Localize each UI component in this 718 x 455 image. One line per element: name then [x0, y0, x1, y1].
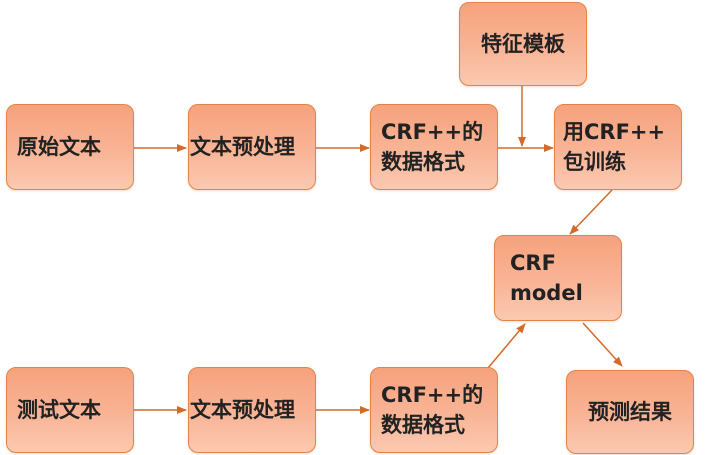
node-preprocess-bottom: 文本预处理 — [188, 367, 316, 453]
node-raw-text: 原始文本 — [6, 104, 134, 190]
node-preprocess-top: 文本预处理 — [188, 104, 316, 190]
node-crf-format-top: CRF++的 数据格式 — [370, 104, 498, 190]
node-crf-format-top-label: CRF++的 数据格式 — [381, 120, 484, 174]
edge-model-to-predict — [582, 322, 623, 367]
node-crf-format-bottom: CRF++的 数据格式 — [370, 367, 498, 453]
edge-train-to-model — [569, 189, 613, 235]
node-predict-result-label: 预测结果 — [588, 400, 672, 424]
node-crf-format-bottom-label: CRF++的 数据格式 — [381, 383, 484, 437]
node-raw-text-label: 原始文本 — [17, 135, 101, 159]
node-preprocess-top-label: 文本预处理 — [190, 135, 295, 159]
node-predict-result: 预测结果 — [566, 370, 694, 454]
node-train-crf-label: 用CRF++ 包训练 — [563, 120, 666, 174]
node-feature-template: 特征模板 — [459, 2, 587, 86]
node-crf-model: CRF model — [494, 235, 622, 321]
node-test-text: 测试文本 — [6, 367, 134, 453]
node-preprocess-bottom-label: 文本预处理 — [190, 398, 295, 422]
edge-crf-format-bottom-to-model — [487, 323, 526, 369]
node-test-text-label: 测试文本 — [17, 398, 101, 422]
node-crf-model-label: CRF model — [510, 251, 583, 305]
node-train-crf: 用CRF++ 包训练 — [554, 104, 682, 190]
node-feature-template-label: 特征模板 — [481, 32, 565, 56]
